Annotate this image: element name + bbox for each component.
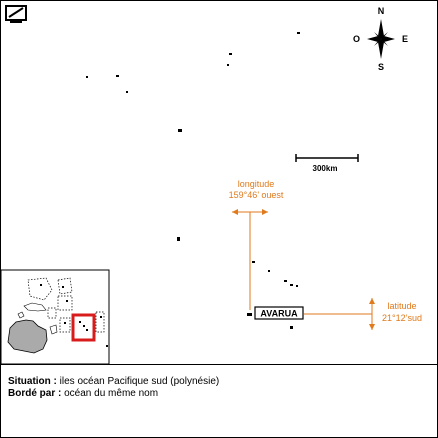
compass-east: E xyxy=(402,34,408,44)
compass-west: O xyxy=(353,34,360,44)
compass-north: N xyxy=(378,6,385,16)
capital-name: AVARUA xyxy=(260,309,298,319)
latitude-title: latitude xyxy=(387,301,416,311)
longitude-title: longitude xyxy=(238,179,275,189)
edit-map-icon[interactable] xyxy=(5,5,27,23)
longitude-value: 159°46’ ouest xyxy=(229,190,284,200)
situation-label: Situation : xyxy=(8,376,57,387)
islands xyxy=(86,32,300,329)
compass-rose: N S E O xyxy=(353,6,408,72)
latitude-marker: latitude 21°12’sud xyxy=(304,298,422,330)
scale-label: 300km xyxy=(313,164,338,173)
compass-south: S xyxy=(378,62,384,72)
capital-label: AVARUA xyxy=(254,306,304,320)
border-label: Bordé par : xyxy=(8,388,62,399)
highlight-box xyxy=(71,313,96,342)
situation-line: Situation : iles océan Pacifique sud (po… xyxy=(8,376,428,388)
info-panel: Situation : iles océan Pacifique sud (po… xyxy=(8,376,428,400)
latitude-value: 21°12’sud xyxy=(382,313,422,323)
border-line: Bordé par : océan du même nom xyxy=(8,388,428,400)
map-canvas: N S E O 300km longitude 159°46’ oues xyxy=(0,5,422,365)
border-value: océan du même nom xyxy=(61,388,159,399)
scale-bar: 300km xyxy=(295,154,359,173)
locator-map xyxy=(0,269,110,365)
situation-value: iles océan Pacifique sud (polynésie) xyxy=(56,376,220,387)
longitude-marker: longitude 159°46’ ouest xyxy=(229,179,284,310)
info-divider xyxy=(0,364,438,365)
